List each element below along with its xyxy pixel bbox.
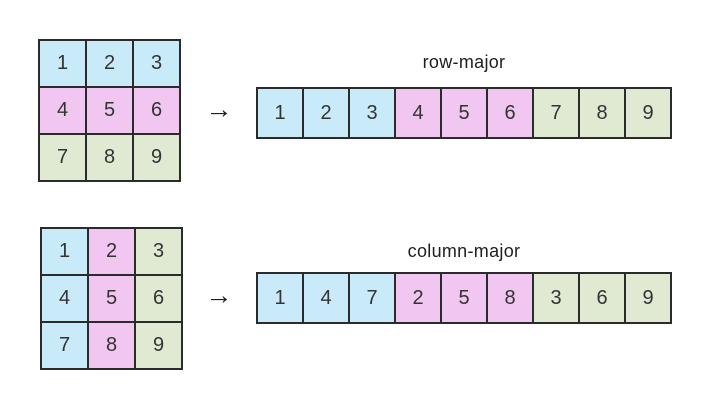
array-cell: 2: [395, 273, 441, 323]
matrix-cell: 7: [41, 322, 88, 369]
matrix-cell: 6: [133, 87, 180, 134]
matrix-cell: 6: [135, 275, 182, 322]
right-arrow-icon: →: [205, 94, 233, 124]
matrix-cell: 2: [86, 40, 133, 87]
matrix-cell: 9: [133, 134, 180, 181]
matrix-cell: 5: [88, 275, 135, 322]
matrix-cell: 2: [88, 228, 135, 275]
array-cell: 9: [625, 88, 671, 138]
matrix-cell: 5: [86, 87, 133, 134]
row-major-matrix: 1 2 3 4 5 6 7 8 9: [38, 39, 181, 182]
array-cell: 5: [441, 88, 487, 138]
array-cell: 7: [349, 273, 395, 323]
matrix-cell: 8: [88, 322, 135, 369]
array-cell: 8: [487, 273, 533, 323]
matrix-cell: 3: [133, 40, 180, 87]
array-cell: 9: [625, 273, 671, 323]
array-cell: 2: [303, 88, 349, 138]
array-cell: 6: [487, 88, 533, 138]
array-cell: 4: [303, 273, 349, 323]
matrix-cell: 4: [41, 275, 88, 322]
array-cell: 1: [257, 273, 303, 323]
matrix-cell: 7: [39, 134, 86, 181]
matrix-cell: 1: [39, 40, 86, 87]
column-major-matrix: 1 2 3 4 5 6 7 8 9: [40, 227, 183, 370]
matrix-cell: 4: [39, 87, 86, 134]
array-cell: 1: [257, 88, 303, 138]
array-cell: 7: [533, 88, 579, 138]
matrix-cell: 3: [135, 228, 182, 275]
right-arrow-icon: →: [205, 280, 233, 310]
array-cell: 3: [533, 273, 579, 323]
array-cell: 5: [441, 273, 487, 323]
column-major-label: column-major: [407, 241, 521, 261]
array-cell: 3: [349, 88, 395, 138]
matrix-cell: 1: [41, 228, 88, 275]
matrix-cell: 9: [135, 322, 182, 369]
array-cell: 6: [579, 273, 625, 323]
column-major-array: 1 4 7 2 5 8 3 6 9: [256, 272, 672, 324]
row-major-label: row-major: [422, 52, 506, 72]
row-major-array: 1 2 3 4 5 6 7 8 9: [256, 87, 672, 139]
matrix-cell: 8: [86, 134, 133, 181]
array-cell: 8: [579, 88, 625, 138]
array-cell: 4: [395, 88, 441, 138]
